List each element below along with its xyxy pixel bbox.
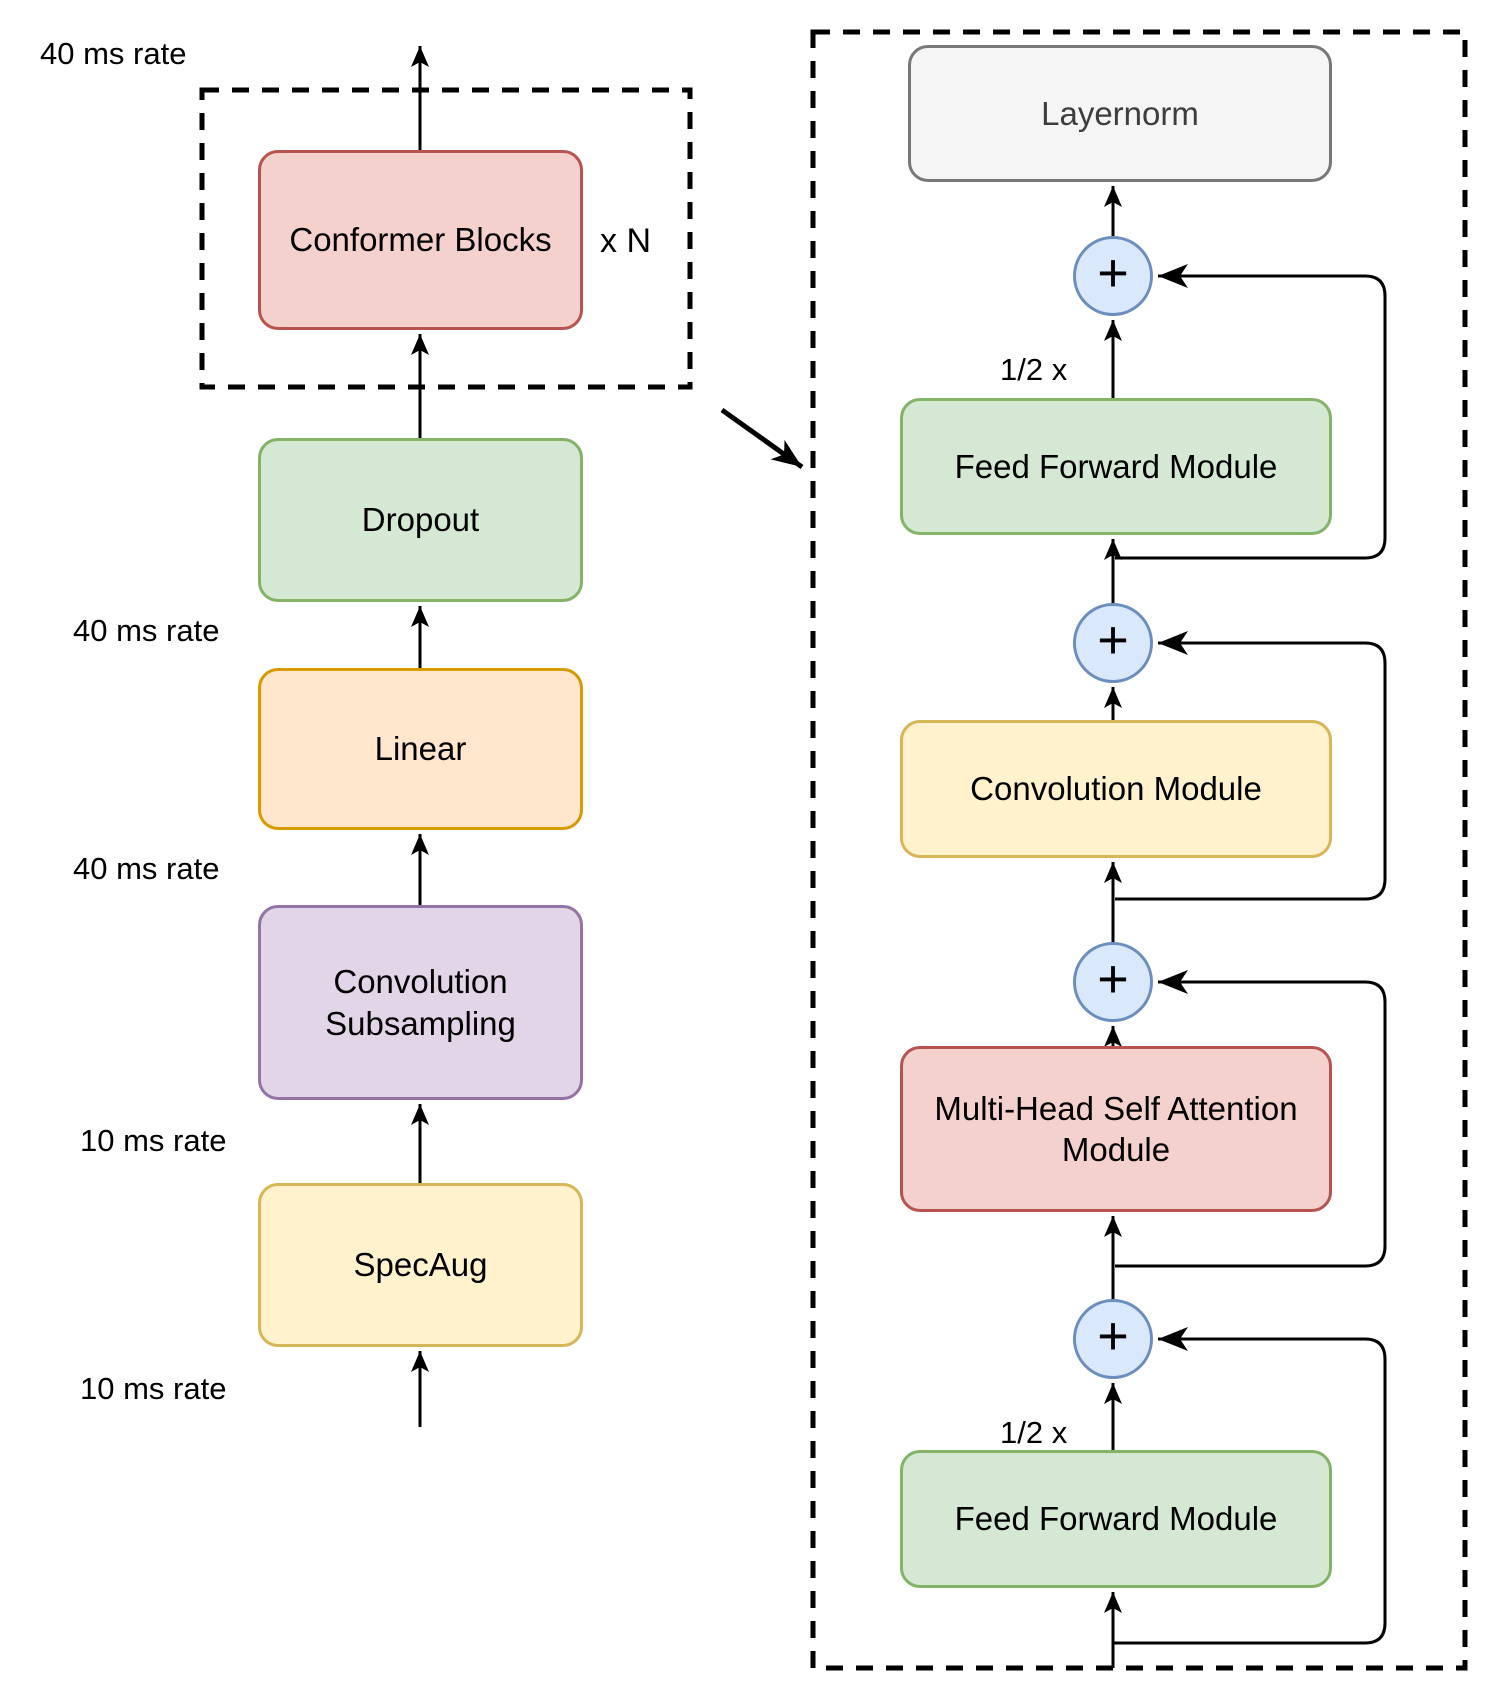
skip-mhsa-residual bbox=[1115, 970, 1387, 1268]
rate-label-5: 10 ms rate bbox=[80, 1371, 227, 1406]
linear-box: Linear bbox=[258, 668, 583, 830]
plus-circle-4: + bbox=[1073, 1299, 1153, 1379]
rate-label-top: 40 ms rate bbox=[40, 36, 187, 71]
feed-forward-module-top-box: Feed Forward Module bbox=[900, 398, 1332, 535]
repeat-count-label: x N bbox=[600, 222, 651, 260]
skip-ffn2-residual bbox=[1113, 1327, 1387, 1645]
dropout-box: Dropout bbox=[258, 438, 583, 602]
rate-label-2: 40 ms rate bbox=[73, 613, 220, 648]
rate-label-3: 40 ms rate bbox=[73, 851, 220, 886]
skip-ffn1-residual bbox=[1115, 264, 1387, 560]
half-scale-label-bottom: 1/2 x bbox=[1000, 1415, 1068, 1450]
conformer-block-detail-dashed-box bbox=[810, 29, 1468, 1671]
convolution-module-box: Convolution Module bbox=[900, 720, 1332, 858]
conformer-blocks-dashed-box bbox=[199, 87, 693, 390]
skip-conv-residual bbox=[1115, 631, 1387, 901]
layernorm-box: Layernorm bbox=[908, 45, 1332, 182]
plus-circle-1: + bbox=[1073, 236, 1153, 316]
convolution-subsampling-box: Convolution Subsampling bbox=[258, 905, 583, 1100]
specaug-box: SpecAug bbox=[258, 1183, 583, 1347]
plus-circle-3: + bbox=[1073, 942, 1153, 1022]
arrow-expand-block bbox=[720, 407, 804, 470]
conformer-blocks-box: Conformer Blocks bbox=[258, 150, 583, 330]
feed-forward-module-bottom-box: Feed Forward Module bbox=[900, 1450, 1332, 1588]
half-scale-label-top: 1/2 x bbox=[1000, 352, 1068, 387]
multi-head-self-attention-box: Multi-Head Self Attention Module bbox=[900, 1046, 1332, 1212]
plus-circle-2: + bbox=[1073, 603, 1153, 683]
rate-label-4: 10 ms rate bbox=[80, 1123, 227, 1158]
